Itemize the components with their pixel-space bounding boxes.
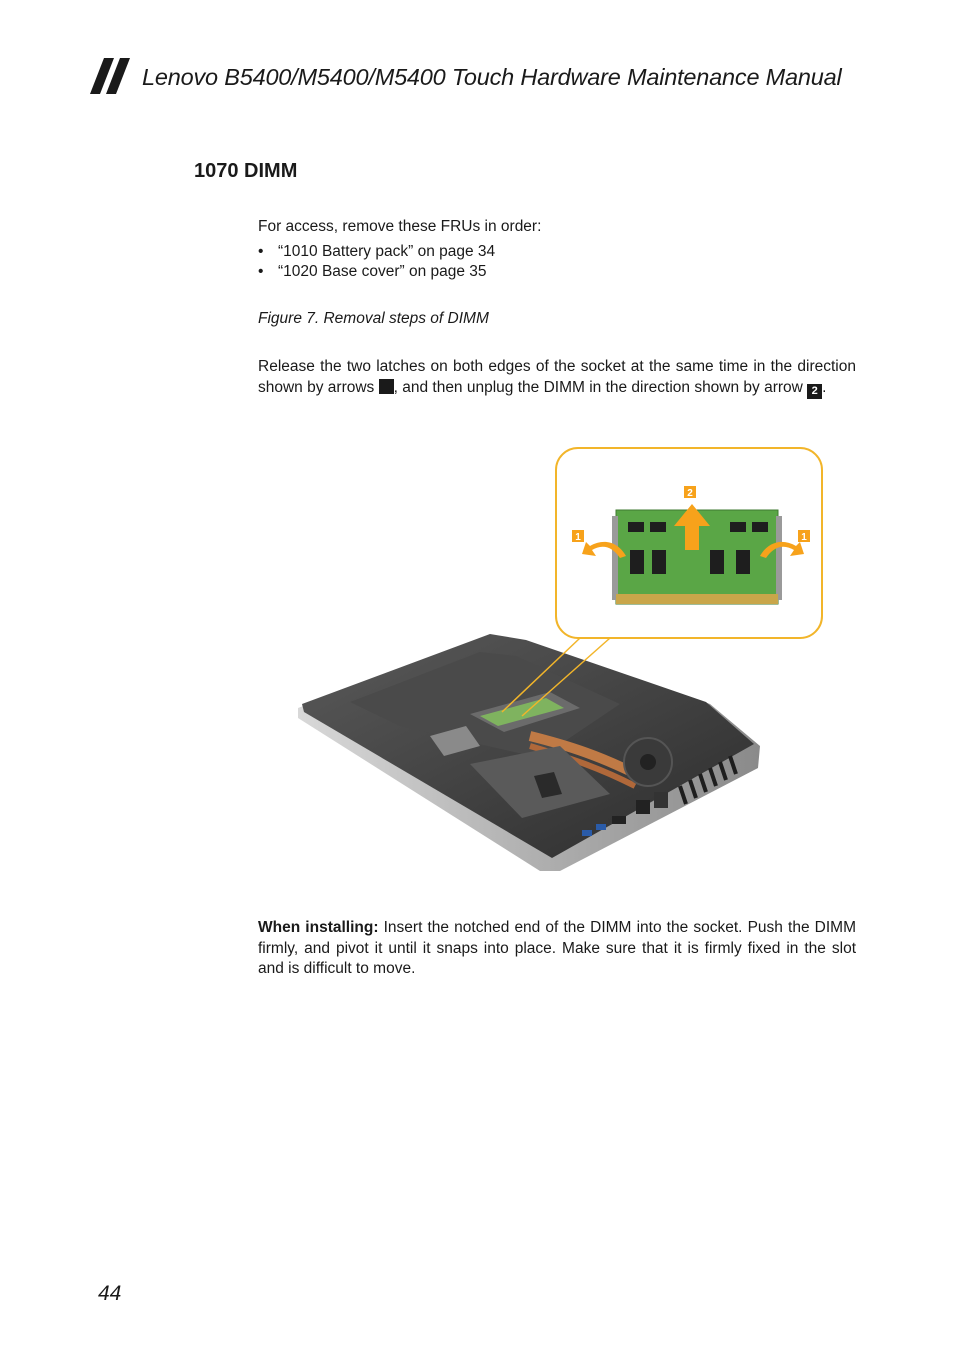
laptop-bottom-image xyxy=(298,634,760,871)
fru-list: • “1010 Battery pack” on page 34 • “1020 B… xyxy=(258,242,495,282)
bullet-icon: • xyxy=(258,243,264,260)
manual-title: Lenovo B5400/M5400/M5400 Touch Hardware … xyxy=(142,64,842,90)
curved-arrow-left-icon xyxy=(582,541,626,558)
section-title: 1070 DIMM xyxy=(194,160,298,182)
step-badge-1 xyxy=(378,379,394,394)
installing-label: When installing: xyxy=(258,919,379,936)
fru-link-battery[interactable]: “1010 Battery pack” on page 34 xyxy=(278,243,496,260)
bullet-icon: • xyxy=(258,263,264,280)
list-item: • “1020 Base cover” on page 35 xyxy=(258,262,495,282)
access-intro: For access, remove these FRUs in order: xyxy=(258,218,542,235)
figure-caption: Figure 7. Removal steps of DIMM xyxy=(258,310,489,327)
callout-label-1-right: 1 xyxy=(801,532,807,543)
removal-instructions: Release the two latches on both edges of… xyxy=(258,358,856,399)
list-item: • “1010 Battery pack” on page 34 xyxy=(258,242,495,262)
arrow-up-icon xyxy=(674,504,710,550)
curved-arrow-right-icon xyxy=(760,541,804,558)
step-badge-2: 2 xyxy=(807,384,823,399)
double-slash-logo-icon xyxy=(90,58,130,94)
callout-label-1-left: 1 xyxy=(575,532,581,543)
page-number: 44 xyxy=(98,1282,122,1305)
installing-instructions: When installing: Insert the notched end … xyxy=(258,919,857,977)
dimm-removal-figure: 1 2 1 xyxy=(298,447,823,871)
fru-link-base-cover[interactable]: “1020 Base cover” on page 35 xyxy=(278,263,487,280)
callout-label-2: 2 xyxy=(687,488,693,499)
